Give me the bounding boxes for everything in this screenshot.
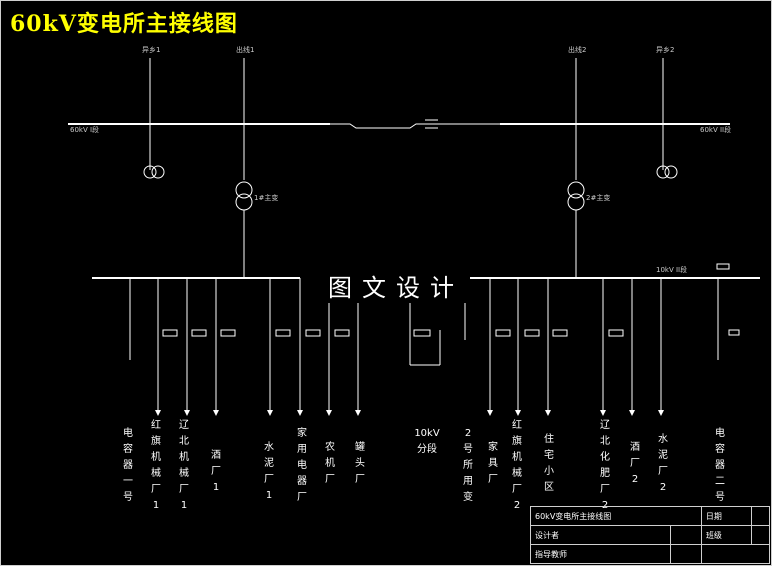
bus-10kv-2-label: 10kV II段	[656, 265, 687, 274]
bus-60kv-1-label: 60kV I段	[70, 125, 99, 134]
outgoing-line-2-label: 出线2	[568, 45, 586, 54]
titleblock-designer-value	[670, 525, 702, 545]
feeder-label: 罐头厂	[355, 442, 365, 485]
titleblock-drawing-name: 60kV变电所主接线图	[530, 506, 702, 526]
transformer-2-label: 2#主变	[586, 193, 610, 202]
feeder-label: 10kV分段	[414, 428, 440, 455]
titleblock-date-value	[750, 506, 771, 526]
incoming-line-1-label: 异乡1	[142, 46, 160, 54]
feeder-label: 酒厂2	[630, 442, 640, 485]
feeder-label: 农机厂	[325, 442, 335, 485]
feeder-label: 电容器二号	[715, 428, 725, 503]
incoming-line-2-label: 异乡2	[656, 46, 674, 54]
feeder-label: 水泥厂1	[264, 442, 274, 501]
titleblock-date-label: 日期	[700, 506, 752, 526]
feeder-label: 红旗机械厂1	[151, 420, 161, 511]
titleblock-designer-label: 设计者	[529, 525, 672, 545]
feeder-label: 水泥厂2	[658, 434, 668, 493]
feeder-label: 家具厂	[488, 442, 498, 485]
feeder-label: 酒厂1	[211, 450, 221, 493]
titleblock-empty	[700, 544, 771, 564]
bus-60kv-2-label: 60kV II段	[700, 125, 731, 134]
feeder-label: 电容器一号	[123, 428, 133, 503]
title-block: 60kV变电所主接线图 日期 设计者 班级 指导教师	[529, 506, 771, 564]
feeder-label: 住宅小区	[544, 434, 554, 493]
feeder-label: 2号所用变	[463, 428, 473, 503]
titleblock-class-label: 班级	[700, 525, 752, 545]
feeder-label: 红旗机械厂2	[512, 420, 522, 511]
diagram-title: 60kV变电所主接线图	[10, 11, 238, 37]
titleblock-advisor-value	[670, 544, 702, 564]
watermark: 图文设计	[322, 268, 470, 303]
outgoing-line-1-label: 出线1	[236, 45, 254, 54]
transformer-1-label: 1#主变	[254, 193, 278, 202]
feeder-label: 辽北机械厂1	[179, 420, 189, 511]
titleblock-advisor-label: 指导教师	[529, 544, 672, 564]
feeder-label: 家用电器厂	[297, 428, 307, 503]
titleblock-class-value	[750, 525, 771, 545]
feeder-label: 辽北化肥厂2	[600, 420, 610, 511]
